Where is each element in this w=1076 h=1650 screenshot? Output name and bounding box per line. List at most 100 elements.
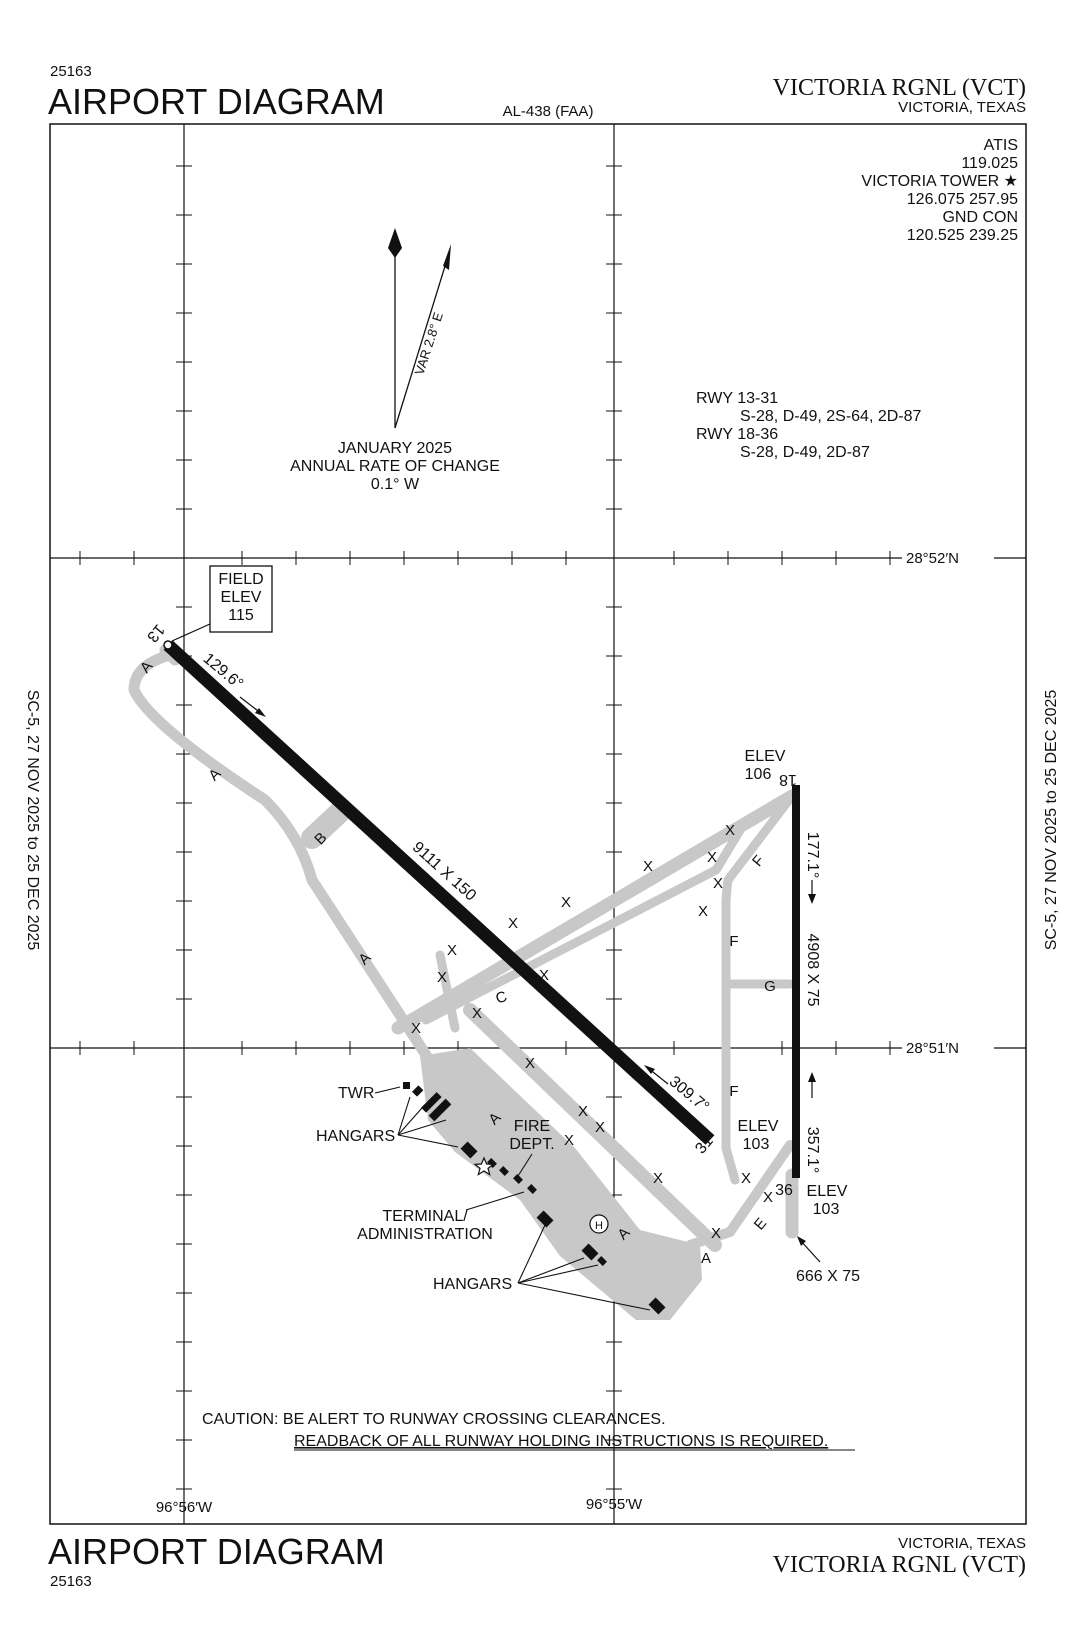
x-marker: X — [508, 915, 518, 932]
x-marker: X — [472, 1005, 482, 1022]
heading-13-arrow-icon — [255, 708, 266, 717]
hangars-label-1: HANGARS — [316, 1128, 395, 1145]
elev-18-label: ELEV — [745, 748, 786, 765]
taxiway-e — [685, 1140, 795, 1250]
frequency-block: ATIS 119.025 VICTORIA TOWER ★ 126.075 25… — [861, 137, 1018, 244]
fire-dept-line1: FIRE — [514, 1118, 550, 1135]
elev-36-label: ELEV — [807, 1183, 848, 1200]
coordinate-grid — [50, 124, 1026, 1524]
x-marker: X — [539, 967, 549, 984]
taxiway-connector-x — [435, 950, 460, 1033]
x-marker: X — [711, 1225, 721, 1242]
x-marker: X — [707, 849, 717, 866]
variation-rate-label: ANNUAL RATE OF CHANGE — [290, 458, 500, 475]
caution-line2: READBACK OF ALL RUNWAY HOLDING INSTRUCTI… — [294, 1433, 828, 1450]
field-elevation-box — [209, 565, 273, 633]
runway-18-label: 18 — [779, 771, 797, 788]
x-marker: X — [447, 942, 457, 959]
taxiway-label-f2: F — [729, 933, 738, 950]
field-elev-line1: FIELD — [218, 571, 263, 588]
building — [487, 1158, 497, 1168]
field-elev-value: 115 — [228, 607, 254, 624]
tower-frequency: 126.075 257.95 — [907, 191, 1018, 208]
taxiway-a-west — [128, 649, 434, 1064]
taxiway-label-e: E — [751, 1215, 770, 1234]
rwy2-strength-values: S-28, D-49, 2D-87 — [740, 444, 870, 461]
atis-label: ATIS — [984, 137, 1018, 154]
taxiway-ne-long — [391, 789, 799, 1035]
x-marker: X — [411, 1020, 421, 1037]
validity-left: SC-5, 27 NOV 2025 to 25 DEC 2025 — [24, 690, 41, 951]
procedure-number-bottom: 25163 — [50, 1573, 92, 1590]
chart-title-top: AIRPORT DIAGRAM — [48, 81, 385, 122]
beacon-star-icon — [473, 1156, 495, 1176]
taxiway-a-east — [463, 1003, 722, 1252]
x-marker: X — [525, 1055, 535, 1072]
fire-dept-line2: DEPT. — [509, 1136, 554, 1153]
hangar-building — [581, 1243, 599, 1261]
chart-frame — [49, 123, 1027, 1525]
airport-name-top: VICTORIA RGNL (VCT) — [773, 75, 1026, 101]
variation-label: VAR 2.8° E — [412, 310, 446, 377]
x-marker: X — [561, 894, 571, 911]
validity-right: SC-5, 27 NOV 2025 to 25 DEC 2025 — [1043, 690, 1060, 951]
field-elev-line2: ELEV — [221, 589, 262, 606]
building — [499, 1166, 509, 1176]
hangars-label-2: HANGARS — [433, 1276, 512, 1293]
fire-dept-building — [513, 1174, 523, 1184]
chart-id: AL-438 (FAA) — [503, 103, 594, 120]
taxiway-b — [301, 801, 351, 849]
tower-label: VICTORIA TOWER ★ — [861, 173, 1018, 190]
runway-13-label: 13 — [143, 621, 168, 646]
variation-rate: 0.1° W — [371, 476, 420, 493]
taxiway-label-g: G — [764, 978, 776, 995]
taxiway-label-c: C — [493, 988, 509, 1008]
x-marker: X — [741, 1170, 751, 1187]
taxiway-labels: A A A A A A B C E F F F G — [137, 658, 776, 1267]
taxiway-f — [721, 791, 797, 1185]
twr-label: TWR — [338, 1085, 374, 1102]
hangar-building — [421, 1092, 442, 1113]
hangars-1-leaders — [397, 1096, 459, 1148]
twr-leader — [374, 1086, 401, 1094]
hangar-building — [412, 1085, 424, 1097]
taxiway-label-f1: F — [749, 852, 768, 870]
field-elevation-point — [163, 640, 173, 650]
x-marker: X — [643, 858, 653, 875]
heliport-icon — [589, 1214, 609, 1234]
city-state-top: VICTORIA, TEXAS — [898, 99, 1026, 116]
overrun-leader-arrow-icon — [797, 1236, 806, 1246]
longitude-east: 96°55′W — [586, 1496, 643, 1513]
true-north-arrow-icon — [388, 228, 402, 258]
ground-label: GND CON — [942, 209, 1018, 226]
heading-36: 357.1° — [804, 1127, 821, 1173]
heading-18-arrow-icon — [808, 894, 816, 904]
terminal-line2: ADMINISTRATION — [357, 1226, 493, 1243]
longitude-west: 96°56′W — [156, 1499, 213, 1516]
x-marker: X — [564, 1132, 574, 1149]
x-marker: X — [578, 1103, 588, 1120]
building — [597, 1256, 607, 1266]
magnetic-variation: VAR 2.8° E JANUARY 2025 ANNUAL RATE OF C… — [290, 228, 500, 493]
procedure-number-top: 25163 — [50, 63, 92, 80]
grid-ticks — [79, 165, 891, 1490]
hangars-2-leaders — [517, 1224, 651, 1311]
field-elevation-leader — [171, 623, 211, 642]
runway-13-31 — [163, 640, 715, 1145]
heading-31-arrow-icon — [644, 1065, 655, 1074]
magnetic-north-line — [394, 249, 451, 429]
airport-name-bottom: VICTORIA RGNL (VCT) — [773, 1552, 1026, 1578]
runway-strength-block: RWY 13-31 S-28, D-49, 2S-64, 2D-87 RWY 1… — [696, 390, 922, 461]
rwy2-strength-label: RWY 18-36 — [696, 426, 778, 443]
heading-36-arrow-icon — [808, 1072, 816, 1082]
closed-taxiway-markers: X X X X X X X X X X X X X X X X X X X X — [411, 822, 773, 1242]
terminal-building — [527, 1184, 537, 1194]
rwy1-strength-values: S-28, D-49, 2S-64, 2D-87 — [740, 408, 922, 425]
caution-line1: CAUTION: BE ALERT TO RUNWAY CROSSING CLE… — [202, 1411, 666, 1428]
heliport-label: H — [595, 1220, 603, 1232]
x-marker: X — [713, 875, 723, 892]
rwy1-strength-label: RWY 13-31 — [696, 390, 778, 407]
buildings — [403, 1082, 666, 1315]
elev-18-value: 106 — [745, 766, 772, 783]
